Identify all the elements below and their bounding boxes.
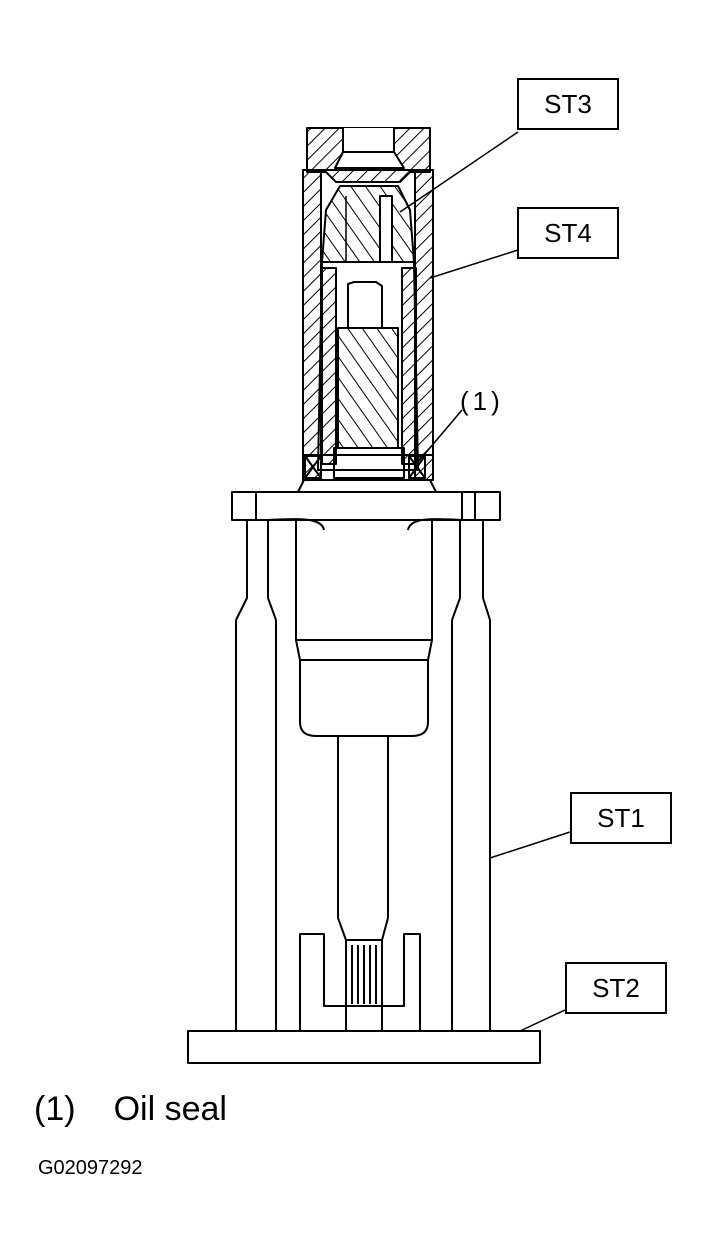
housing [267, 518, 463, 737]
st4-sleeve [302, 169, 434, 481]
flange [297, 479, 437, 493]
oil-seal [304, 455, 426, 479]
callout-st1: ST1 [570, 792, 672, 844]
st3-cap [306, 127, 431, 183]
callout-st4: ST4 [517, 207, 619, 259]
legend-number: (1) [34, 1090, 76, 1128]
support-cup [299, 933, 421, 1031]
legend-text: Oil seal [113, 1090, 227, 1128]
callout-st3: ST3 [517, 78, 619, 130]
shaft [337, 736, 389, 1031]
frame-top-plate [231, 491, 501, 521]
pinion-gear [333, 281, 405, 479]
legend: (1) Oil seal [34, 1090, 227, 1129]
callout-part-1: (1) [460, 386, 504, 416]
base-plate [187, 1030, 541, 1064]
leader-lines [399, 131, 571, 1032]
figure-id: G02097292 [38, 1157, 143, 1179]
callout-st2: ST2 [565, 962, 667, 1014]
